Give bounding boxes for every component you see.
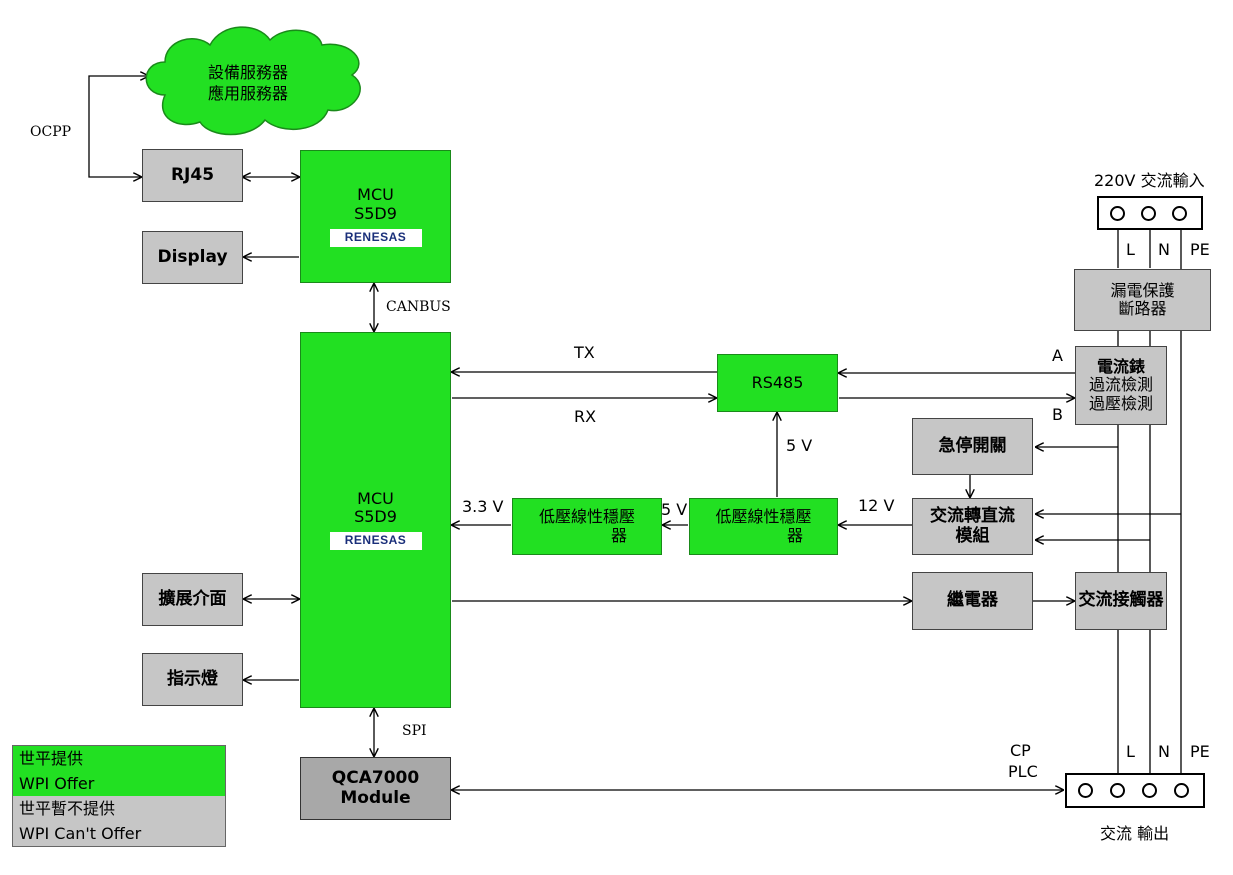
acdc-line1: 交流轉直流: [930, 505, 1015, 526]
ocpp-link: [88, 76, 148, 177]
legend-nooffer-en: WPI Can't Offer: [13, 821, 225, 846]
b-label: B: [1052, 405, 1063, 424]
ac-contactor-box: 交流接觸器: [1075, 572, 1167, 630]
input-n-label: N: [1158, 240, 1170, 259]
terminal-screw-icon: [1142, 783, 1157, 798]
terminal-screw-icon: [1110, 206, 1125, 221]
output-terminal-block: [1065, 773, 1205, 808]
output-l-label: L: [1126, 742, 1135, 761]
qca7000-module-box: QCA7000 Module: [300, 757, 451, 820]
renesas-logo: RENESAS: [329, 228, 422, 247]
mcu-top-line1: MCU: [357, 185, 394, 205]
qca-line2: Module: [340, 787, 411, 808]
ldo-right-line1: 低壓線性穩壓: [715, 507, 812, 527]
input-pe-label: PE: [1190, 240, 1210, 259]
terminal-screw-icon: [1172, 206, 1187, 221]
rx-label: RX: [574, 407, 597, 426]
display-box: Display: [142, 231, 243, 284]
input-terminal-block: [1097, 196, 1203, 230]
current-meter-box: 電流錶 過流檢測 過壓檢測: [1075, 346, 1167, 425]
output-pe-label: PE: [1190, 742, 1210, 761]
legend: 世平提供 WPI Offer 世平暫不提供 WPI Can't Offer: [12, 745, 226, 847]
rs485-label: RS485: [751, 372, 804, 392]
leakage-line2: 斷路器: [1118, 299, 1167, 318]
legend-offer-zh: 世平提供: [13, 746, 225, 771]
rs485-box: RS485: [717, 354, 838, 412]
meter-line2: 過流檢測: [1088, 375, 1153, 395]
renesas-logo: RENESAS: [329, 532, 422, 551]
v5-rs485-label: 5 V: [786, 436, 813, 455]
tx-label: TX: [574, 343, 595, 362]
legend-offer-en: WPI Offer: [13, 771, 225, 796]
output-n-label: N: [1158, 742, 1170, 761]
leakage-breaker-box: 漏電保護 斷路器: [1074, 269, 1211, 331]
terminal-screw-icon: [1078, 783, 1093, 798]
relay-box: 繼電器: [912, 572, 1033, 630]
expansion-interface-box: 擴展介面: [142, 573, 243, 626]
rj45-box: RJ45: [142, 149, 243, 202]
input-l-label: L: [1126, 240, 1135, 259]
relay-label: 繼電器: [947, 590, 998, 611]
cloud-shape: [145, 26, 361, 136]
terminal-screw-icon: [1110, 783, 1125, 798]
qca-line1: QCA7000: [331, 767, 420, 788]
meter-line3: 過壓檢測: [1088, 393, 1153, 413]
a-label: A: [1052, 346, 1063, 365]
terminal-screw-icon: [1141, 206, 1156, 221]
ldo-right-box: 低壓線性穩壓 器: [689, 498, 838, 555]
estop-label: 急停開關: [938, 435, 1007, 456]
legend-nooffer-zh: 世平暫不提供: [13, 796, 225, 821]
ocpp-label: OCPP: [30, 124, 72, 140]
mcu-main-box: MCU S5D9 RENESAS: [300, 332, 451, 708]
leakage-line1: 漏電保護: [1110, 280, 1175, 300]
v5-ldo-label: 5 V: [661, 500, 688, 519]
mcu-main-line1: MCU: [357, 488, 394, 508]
expansion-label: 擴展介面: [158, 588, 227, 609]
v33-label: 3.3 V: [462, 497, 504, 516]
spi-label: SPI: [402, 723, 427, 739]
acdc-line2: 模組: [955, 525, 990, 546]
mcu-main-line2: S5D9: [354, 507, 397, 526]
plc-label: PLC: [1008, 762, 1038, 781]
emergency-stop-box: 急停開關: [912, 418, 1033, 475]
ldo-left-line1: 低壓線性穩壓: [538, 507, 635, 527]
mcu-top-line2: S5D9: [354, 203, 397, 223]
canbus-label: CANBUS: [386, 299, 451, 315]
ac-dc-module-box: 交流轉直流 模組: [912, 498, 1033, 555]
cloud-line1: 設備服務器: [208, 63, 289, 82]
ldo-left-box: 低壓線性穩壓 器: [512, 498, 662, 555]
mcu-top-box: MCU S5D9 RENESAS: [300, 150, 451, 283]
terminal-screw-icon: [1174, 783, 1189, 798]
cp-label: CP: [1010, 741, 1031, 760]
ldo-right-line2: 器: [786, 525, 803, 545]
power-input-title: 220V 交流輸入: [1094, 171, 1205, 190]
display-label: Display: [157, 246, 228, 267]
ldo-left-line2: 器: [610, 525, 627, 545]
indicator-light-box: 指示燈: [142, 653, 243, 706]
meter-line1: 電流錶: [1096, 356, 1145, 376]
indicator-label: 指示燈: [167, 668, 218, 689]
power-output-title: 交流 輸出: [1100, 824, 1170, 843]
contactor-label: 交流接觸器: [1078, 590, 1164, 611]
rj45-label: RJ45: [170, 164, 215, 185]
cloud-line2: 應用服務器: [208, 84, 289, 103]
v12-label: 12 V: [858, 496, 895, 515]
